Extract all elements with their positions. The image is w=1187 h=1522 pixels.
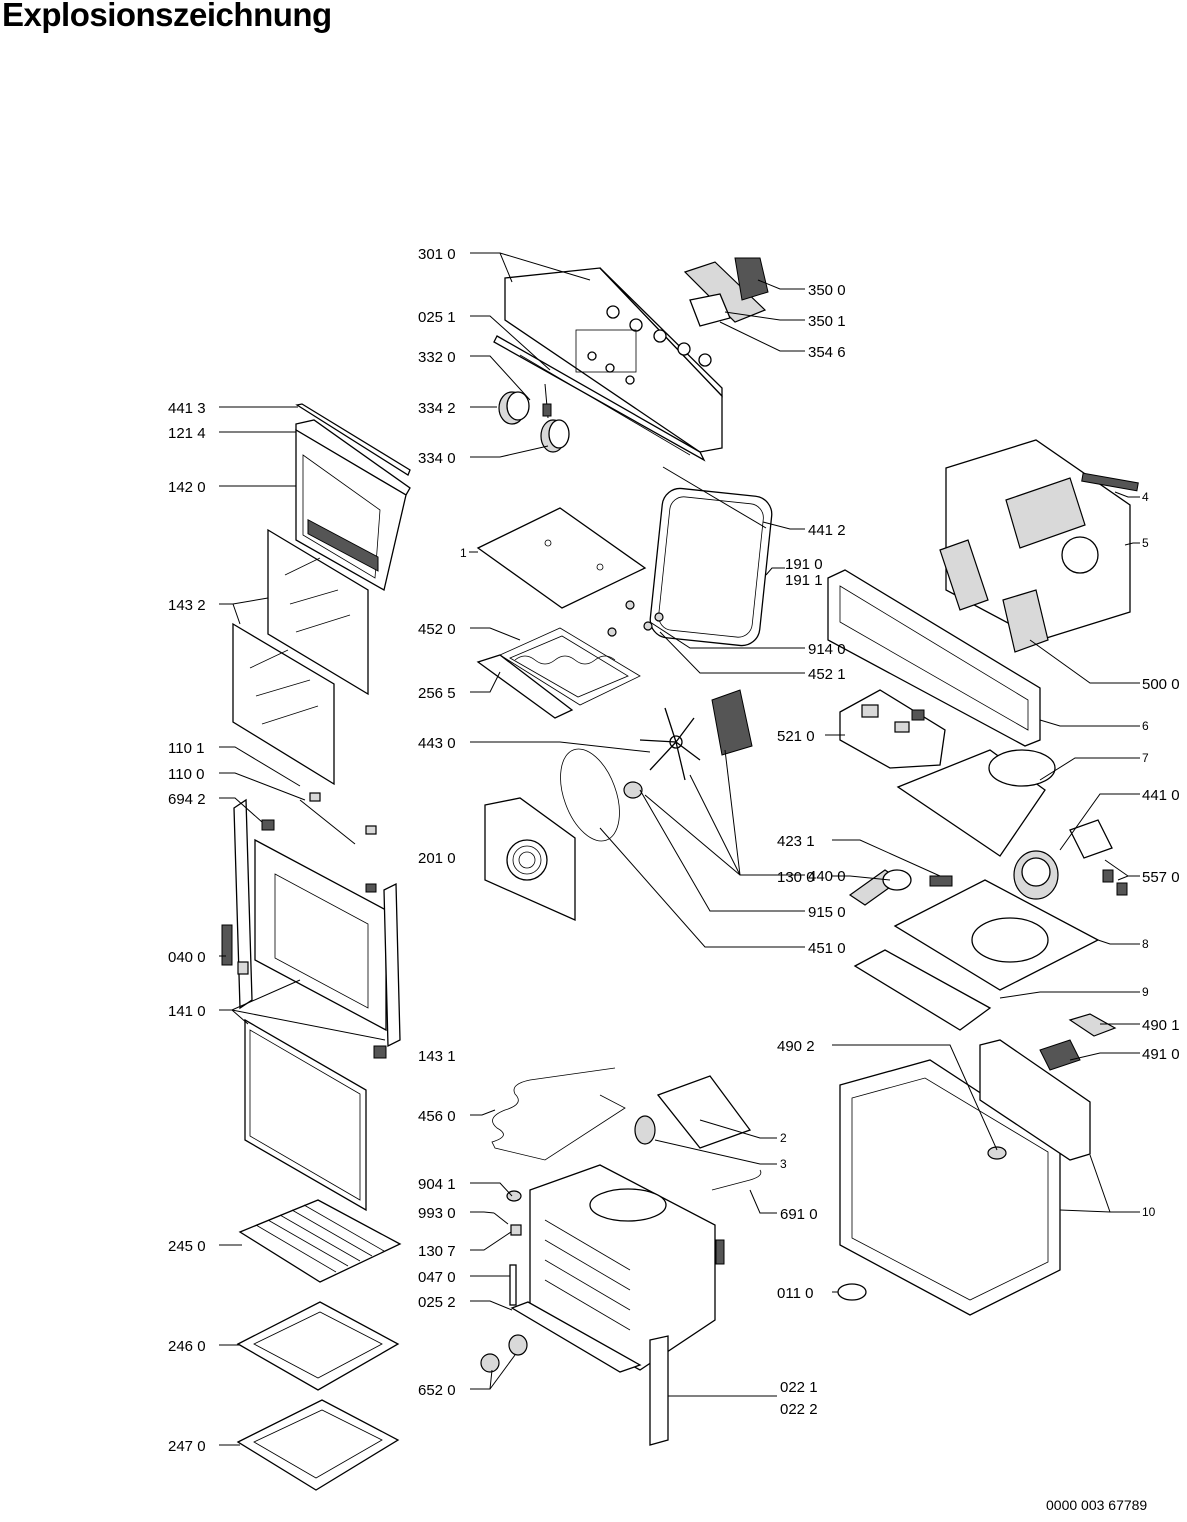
- front-frame-part: [827, 569, 1041, 747]
- callout-label: 904 1: [418, 1176, 456, 1193]
- document-number: 0000 003 67789: [1046, 1497, 1148, 1513]
- callout-label: 9: [1142, 985, 1149, 999]
- callout-label: 452 1: [808, 666, 846, 683]
- callout-label: 332 0: [418, 349, 456, 366]
- callout-label: 334 0: [418, 450, 456, 467]
- door-upper-frame-part: [295, 403, 411, 591]
- callout-label: 500 0: [1142, 676, 1180, 693]
- oven-rack-and-tray-parts: [236, 1199, 402, 1491]
- callout-label: 521 0: [777, 728, 815, 745]
- top-mounting-plate-part: [945, 439, 1139, 641]
- callout-labels: 301 0 025 1 332 0 334 2 334 0 350 0 350 …: [168, 246, 1180, 1455]
- callout-label: 245 0: [168, 1238, 206, 1255]
- callout-label: 350 1: [808, 313, 846, 330]
- inner-glass-part: [244, 1018, 367, 1212]
- callout-label: 047 0: [418, 1269, 456, 1286]
- callout-label: 10: [1142, 1205, 1156, 1219]
- callout-label: 121 4: [168, 425, 206, 442]
- cooling-duct-part: [896, 749, 1128, 900]
- callout-label: 350 0: [808, 282, 846, 299]
- callout-label: 441 0: [1142, 787, 1180, 804]
- callout-label: 025 1: [418, 309, 456, 326]
- callout-label: 8: [1142, 937, 1149, 951]
- callout-label: 246 0: [168, 1338, 206, 1355]
- callout-label: 691 0: [780, 1206, 818, 1223]
- callout-label: 4: [1142, 490, 1149, 504]
- callout-label: 247 0: [168, 1438, 206, 1455]
- callout-label: 694 2: [168, 791, 206, 808]
- callout-label: 022 2: [780, 1401, 818, 1418]
- callout-label: 451 0: [808, 940, 846, 957]
- callout-label: 301 0: [418, 246, 456, 263]
- callout-label: 201 0: [418, 850, 456, 867]
- callout-label: 025 2: [418, 1294, 456, 1311]
- rear-fan-cover-part: [484, 797, 576, 922]
- page-title: Explosionszeichnung: [2, 0, 332, 33]
- callout-label: 557 0: [1142, 869, 1180, 886]
- callout-label: 914 0: [808, 641, 846, 658]
- control-panel-part: [493, 267, 723, 462]
- control-board-part: [839, 689, 946, 769]
- callout-label: 011 0: [777, 1285, 813, 1302]
- callout-label: 652 0: [418, 1382, 456, 1399]
- callout-label: 110 1: [168, 740, 204, 757]
- callout-label: 130 0: [777, 869, 815, 886]
- callout-label: 143 2: [168, 597, 206, 614]
- callout-label: 6: [1142, 719, 1149, 733]
- callout-label: 423 1: [777, 833, 815, 850]
- callout-label: 490 1: [1142, 1017, 1180, 1034]
- callout-label: 441 2: [808, 522, 846, 539]
- bottom-plate-parts: [853, 879, 1100, 1031]
- callout-label: 130 7: [418, 1243, 456, 1260]
- top-cover-part: [476, 507, 647, 609]
- inner-door-frame-part: [221, 798, 401, 1059]
- callout-label: 440 0: [808, 868, 846, 885]
- callout-leaders: [219, 252, 1140, 1446]
- callout-label: 143 1: [418, 1048, 456, 1065]
- callout-label: 456 0: [418, 1108, 456, 1125]
- thermostat-parts: [848, 869, 953, 906]
- oven-cavity-part: [510, 1164, 725, 1373]
- callout-label: 2: [780, 1131, 787, 1145]
- callout-label: 141 0: [168, 1003, 206, 1020]
- glass-pane-parts: [232, 528, 369, 786]
- oven-seal-part: [649, 466, 773, 647]
- callout-label: 191 0: [785, 556, 823, 573]
- callout-label: 491 0: [1142, 1046, 1180, 1063]
- callout-label: 915 0: [808, 904, 846, 921]
- callout-label: 490 2: [777, 1038, 815, 1055]
- rotary-switch-parts: [939, 539, 1049, 653]
- electronic-module-part: [683, 257, 769, 327]
- callout-label: 7: [1142, 751, 1149, 765]
- hinge-parts: [261, 792, 377, 845]
- control-knob-parts: [498, 383, 570, 453]
- fan-assembly-part: [560, 689, 753, 842]
- small-fitting-parts: [480, 1169, 762, 1446]
- callout-label: 040 0: [168, 949, 206, 966]
- callout-label: 452 0: [418, 621, 456, 638]
- callout-label: 022 1: [780, 1379, 818, 1396]
- callout-label: 441 3: [168, 400, 206, 417]
- callout-label: 110 0: [168, 766, 204, 783]
- callout-label: 354 6: [808, 344, 846, 361]
- callout-label: 443 0: [418, 735, 456, 752]
- grill-element-part: [476, 600, 664, 719]
- callout-label: 256 5: [418, 685, 456, 702]
- callout-label: 5: [1142, 536, 1149, 550]
- callout-label: 1: [460, 546, 467, 560]
- callout-label: 3: [780, 1157, 787, 1171]
- callout-label: 334 2: [418, 400, 456, 417]
- callout-label: 191 1: [785, 572, 823, 589]
- callout-label: 993 0: [418, 1205, 456, 1222]
- callout-label: 142 0: [168, 479, 206, 496]
- lower-heating-element-part: [491, 1067, 752, 1161]
- oven-housing-part: [837, 1013, 1117, 1316]
